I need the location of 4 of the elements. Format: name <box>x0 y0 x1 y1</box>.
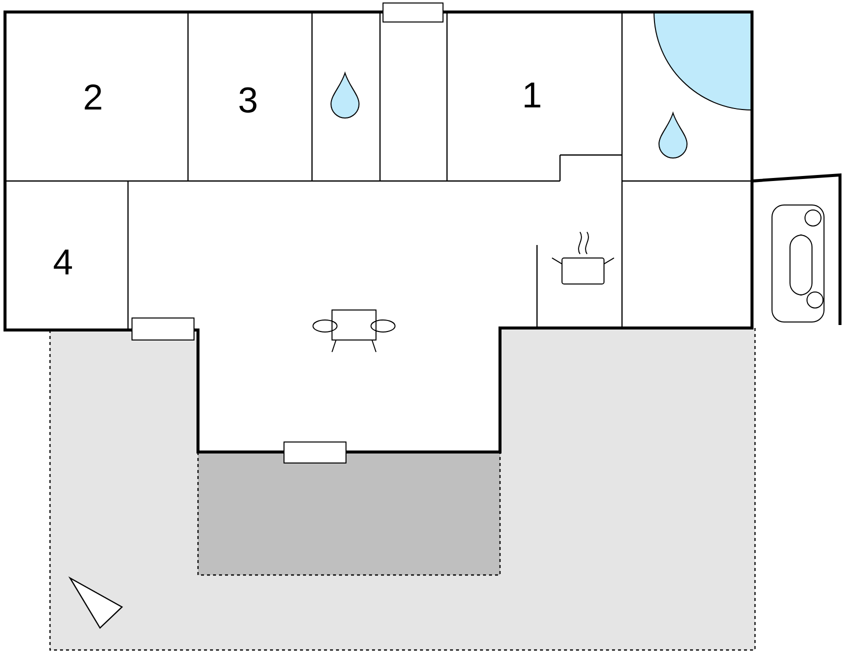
room-number: 2 <box>84 84 102 110</box>
room-number: 1 <box>524 82 540 108</box>
room-number: 3 <box>239 87 256 113</box>
room-number: 4 <box>54 250 72 274</box>
